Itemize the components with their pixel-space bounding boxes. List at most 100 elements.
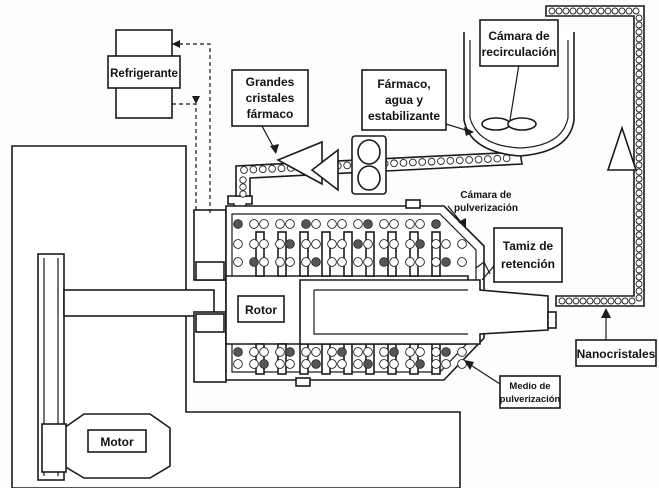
milling-bead bbox=[276, 220, 285, 229]
milling-bead bbox=[432, 360, 441, 369]
loop-particle bbox=[636, 141, 642, 147]
svg-text:Cámara de: Cámara de bbox=[488, 29, 550, 43]
milling-bead bbox=[338, 348, 347, 357]
svg-text:Medio de: Medio de bbox=[509, 381, 550, 392]
milling-bead bbox=[432, 240, 441, 249]
milling-bead bbox=[442, 360, 451, 369]
milling-bead bbox=[380, 360, 389, 369]
loop-particle bbox=[636, 169, 642, 175]
milling-bead bbox=[338, 258, 347, 267]
loop-particle bbox=[636, 197, 642, 203]
milling-bead bbox=[354, 348, 363, 357]
loop-particle bbox=[601, 298, 607, 304]
svg-text:recirculación: recirculación bbox=[482, 45, 557, 59]
rotor-fin bbox=[366, 232, 374, 276]
milling-bead bbox=[354, 240, 363, 249]
milling-bead bbox=[442, 348, 451, 357]
motor: Motor bbox=[42, 414, 170, 478]
svg-text:Grandes: Grandes bbox=[246, 75, 295, 89]
milling-bead bbox=[286, 220, 295, 229]
feed-particle bbox=[447, 157, 454, 164]
loop-particle bbox=[636, 15, 642, 21]
milling-bead bbox=[416, 220, 425, 229]
loop-particle bbox=[587, 298, 593, 304]
milling-bead bbox=[250, 220, 259, 229]
milling-bead bbox=[458, 348, 467, 357]
feed-particle bbox=[419, 159, 426, 166]
nanocrystals-callout: Nanocristales bbox=[576, 308, 656, 366]
milling-bead bbox=[432, 348, 441, 357]
loop-particle bbox=[598, 8, 604, 14]
retention-sieve-callout: Tamiz de retención bbox=[482, 228, 562, 282]
feed-particle bbox=[494, 155, 501, 162]
milling-bead bbox=[302, 220, 311, 229]
loop-particle bbox=[636, 22, 642, 28]
milling-bead bbox=[250, 258, 259, 267]
loop-particle bbox=[636, 64, 642, 70]
loop-particle bbox=[563, 8, 569, 14]
loop-particle bbox=[636, 134, 642, 140]
milling-bead bbox=[234, 348, 243, 357]
loop-particle bbox=[636, 204, 642, 210]
feed-particle bbox=[344, 162, 351, 169]
loop-particle bbox=[636, 92, 642, 98]
milling-bead bbox=[458, 240, 467, 249]
motor-label: Motor bbox=[100, 435, 134, 449]
crystal-hopper bbox=[278, 142, 322, 184]
loop-particle bbox=[636, 190, 642, 196]
milling-bead bbox=[406, 258, 415, 267]
large-crystals-callout: Grandes cristales fármaco bbox=[232, 70, 308, 154]
milling-bead bbox=[328, 348, 337, 357]
milling-bead bbox=[390, 360, 399, 369]
milling-bead bbox=[286, 258, 295, 267]
milling-bead bbox=[338, 360, 347, 369]
loop-particle bbox=[636, 267, 642, 273]
milling-chamber-callout: Cámara de pulverización bbox=[448, 190, 518, 228]
loop-particle bbox=[636, 253, 642, 259]
milling-bead bbox=[328, 240, 337, 249]
milling-bead bbox=[312, 348, 321, 357]
rotor-fin bbox=[300, 232, 308, 276]
loop-particle bbox=[570, 8, 576, 14]
milling-bead bbox=[250, 360, 259, 369]
loop-particle bbox=[629, 298, 635, 304]
milling-bead bbox=[312, 220, 321, 229]
drive-shaft bbox=[64, 290, 214, 316]
milling-bead bbox=[302, 240, 311, 249]
milling-bead bbox=[416, 240, 425, 249]
rotor-fin bbox=[432, 232, 440, 276]
milling-bead bbox=[390, 240, 399, 249]
milling-bead bbox=[302, 258, 311, 267]
milling-bead bbox=[416, 360, 425, 369]
loop-particle bbox=[636, 29, 642, 35]
rotor-fin bbox=[344, 232, 352, 276]
svg-text:pulverización: pulverización bbox=[454, 203, 518, 214]
svg-text:pulverización: pulverización bbox=[500, 394, 561, 405]
milling-bead bbox=[380, 220, 389, 229]
loop-particle bbox=[591, 8, 597, 14]
pump bbox=[352, 136, 386, 194]
feed-particle bbox=[259, 166, 266, 173]
rotor-fin bbox=[322, 232, 330, 276]
loop-particle bbox=[549, 8, 555, 14]
milling-bead bbox=[234, 258, 243, 267]
milling-bead bbox=[276, 360, 285, 369]
milling-bead bbox=[250, 348, 259, 357]
loop-particle bbox=[584, 8, 590, 14]
feed-particle bbox=[475, 156, 482, 163]
milling-bead bbox=[234, 240, 243, 249]
loop-particle bbox=[636, 127, 642, 133]
feed-particle bbox=[484, 156, 491, 163]
feed-particle bbox=[240, 191, 246, 197]
milling-bead bbox=[390, 348, 399, 357]
milling-bead bbox=[364, 258, 373, 267]
feed-particle bbox=[240, 184, 246, 190]
loop-particle bbox=[556, 8, 562, 14]
loop-particle bbox=[636, 162, 642, 168]
loop-particle bbox=[608, 298, 614, 304]
feed-particle bbox=[241, 167, 248, 174]
loop-particle bbox=[636, 246, 642, 252]
milling-bead bbox=[390, 258, 399, 267]
milling-bead bbox=[260, 220, 269, 229]
loop-particle bbox=[636, 281, 642, 287]
